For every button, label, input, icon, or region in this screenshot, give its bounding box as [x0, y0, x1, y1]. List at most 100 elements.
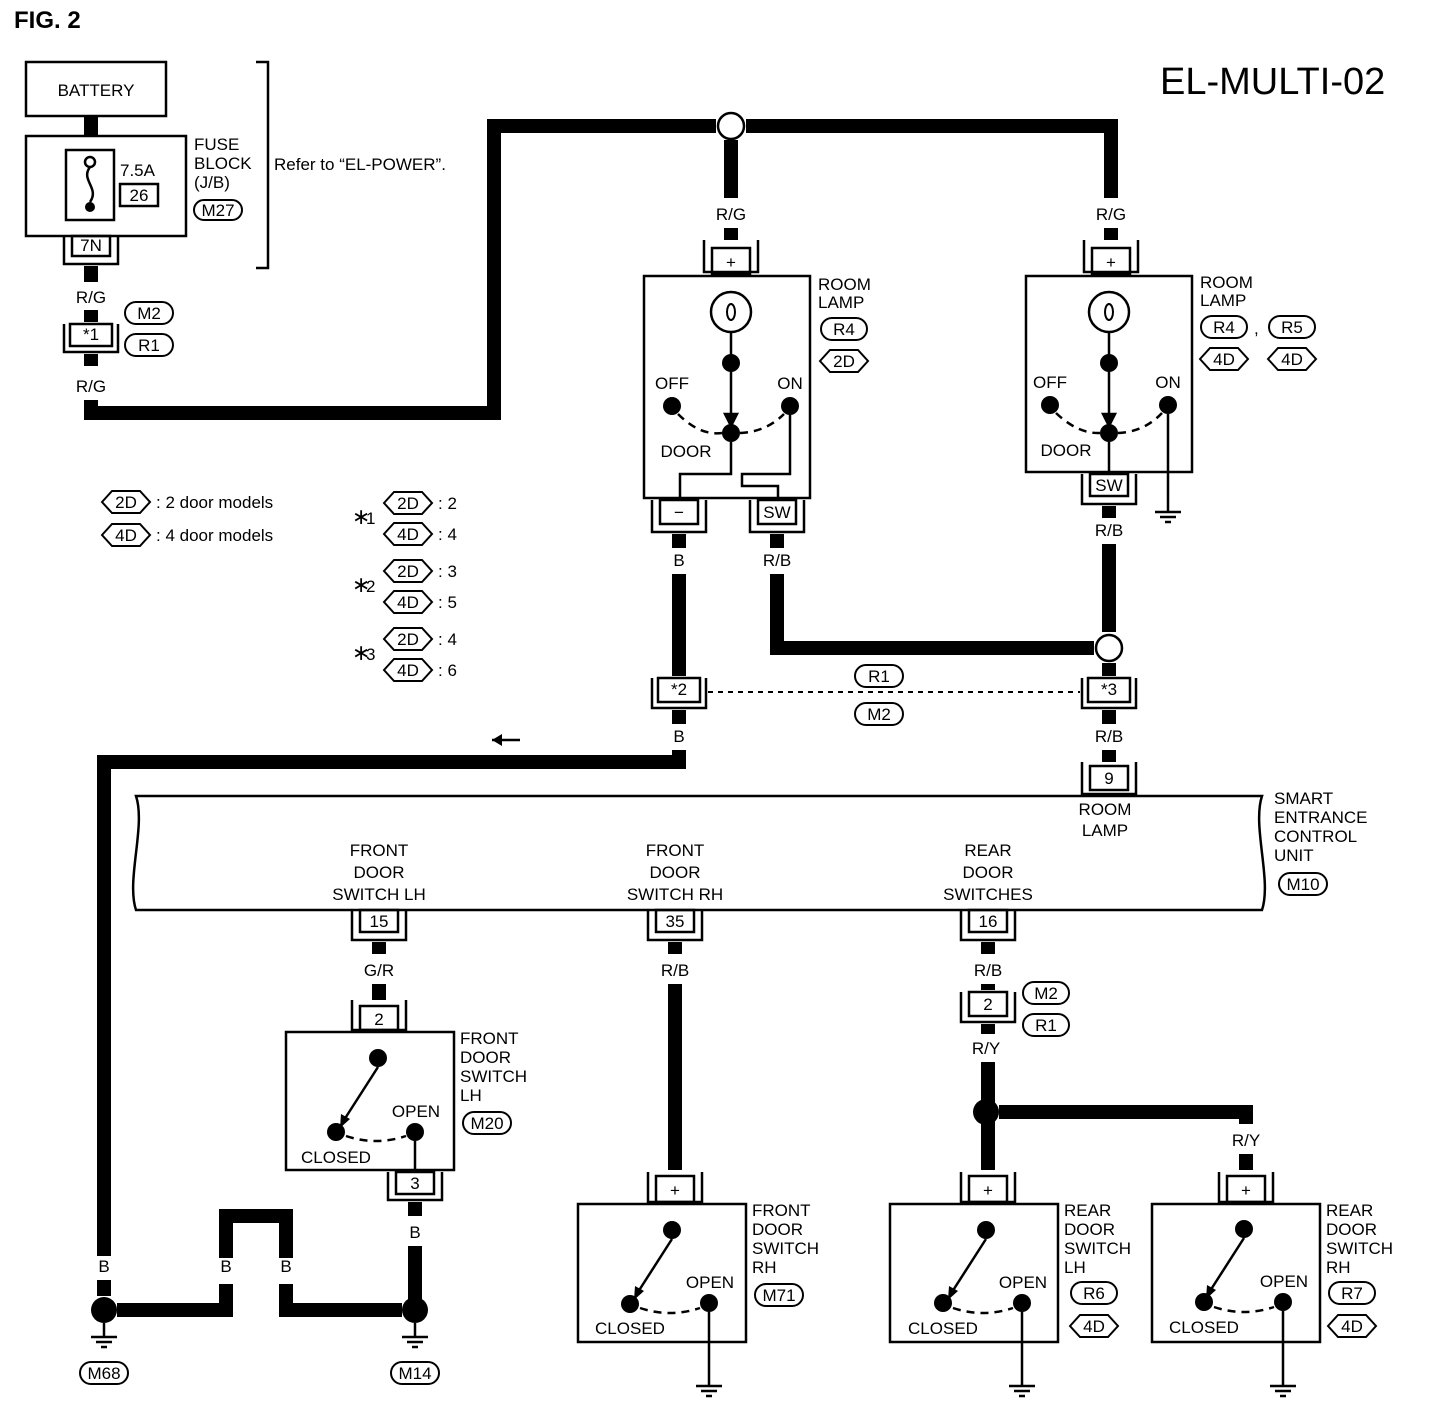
- legend-star2: ∗: [352, 572, 370, 597]
- refer-note: Refer to “EL-POWER”.: [274, 155, 446, 174]
- room-lamp-4d-4d-a: 4D: [1213, 350, 1235, 369]
- room-lamp-2d-on: ON: [777, 374, 803, 393]
- wire-ry-2: R/Y: [1232, 1131, 1260, 1150]
- unit-rear-3: SWITCHES: [943, 885, 1033, 904]
- ground-m14-label: M14: [398, 1364, 431, 1383]
- wire-b-mid: B: [673, 727, 684, 746]
- legend-s2-2d: : 3: [438, 562, 457, 581]
- front-rh-title-1: FRONT: [752, 1201, 811, 1220]
- rear-lh-closed: CLOSED: [908, 1319, 978, 1338]
- wire-ry-1: R/Y: [972, 1039, 1000, 1058]
- legend-s3-4d-tag: 4D: [397, 661, 419, 680]
- battery-label: BATTERY: [58, 81, 135, 100]
- legend-s1-4d: : 4: [438, 525, 457, 544]
- front-rh-title-4: RH: [752, 1258, 777, 1277]
- room-lamp-4d-on: ON: [1155, 373, 1181, 392]
- room-lamp-2d-title-2: LAMP: [818, 293, 864, 312]
- pin-15: 15: [370, 912, 389, 931]
- rear-lh-4d: 4D: [1083, 1317, 1105, 1336]
- room-lamp-2d-r4: R4: [833, 320, 855, 339]
- fuse-block-title-2: BLOCK: [194, 154, 252, 173]
- legend-s2-2d-tag: 2D: [397, 562, 419, 581]
- connector-star2-label: *2: [671, 680, 687, 699]
- rear-lh-r6: R6: [1083, 1284, 1105, 1303]
- badge-m2-top-label: M2: [137, 304, 161, 323]
- ground-m14: M14: [390, 1321, 440, 1385]
- legend-star1: ∗: [352, 504, 370, 529]
- figure-label: FIG. 2: [14, 7, 81, 34]
- fuse-amp: 7.5A: [120, 161, 156, 180]
- room-lamp-4d-comma: ,: [1254, 319, 1259, 338]
- badge-r1-top-label: R1: [138, 336, 160, 355]
- room-lamp-4d-4d-b: 4D: [1281, 350, 1303, 369]
- rear-lh-title-1: REAR: [1064, 1201, 1111, 1220]
- rear-rh-plus: +: [1241, 1181, 1251, 1200]
- smart-entrance-control-unit: 9 ROOM LAMP SMART ENTRANCE CONTROL UNIT …: [131, 762, 1368, 942]
- front-lh-pin-2: 2: [374, 1010, 383, 1029]
- rear-lh-title-2: DOOR: [1064, 1220, 1115, 1239]
- unit-rear-1: REAR: [964, 841, 1011, 860]
- room-lamp-2d-off: OFF: [655, 374, 689, 393]
- unit-front-lh-1: FRONT: [350, 841, 409, 860]
- unit-front-lh-3: SWITCH LH: [332, 885, 426, 904]
- legend-star3: ∗: [352, 640, 370, 665]
- connector-star3: *3: [1080, 676, 1138, 710]
- battery: BATTERY: [24, 60, 168, 118]
- wire-rb-lamp1: R/B: [763, 551, 791, 570]
- wire-rb-frh: R/B: [661, 961, 689, 980]
- pin-9: 9: [1104, 769, 1113, 788]
- diagram-id: EL-MULTI-02: [1160, 61, 1385, 103]
- unit-lamp: LAMP: [1082, 821, 1128, 840]
- room-lamp-4d: + OFF ON DOOR ROOM LAMP R4 , R5 4D 4D SW: [1024, 240, 1317, 524]
- wire-rb-mid: R/B: [1095, 727, 1123, 746]
- front-lh-m20: M20: [470, 1114, 503, 1133]
- legend-s1-2d-tag: 2D: [397, 494, 419, 513]
- rear-rh-title-4: RH: [1326, 1258, 1351, 1277]
- unit-room: ROOM: [1079, 800, 1132, 819]
- badge-r1-mid: R1: [854, 664, 904, 688]
- room-lamp-2d-title-1: ROOM: [818, 275, 871, 294]
- unit-front-rh-2: DOOR: [650, 863, 701, 882]
- fuse-block-title-3: (J/B): [194, 173, 230, 192]
- front-door-switch-lh: 2 OPEN CLOSED FRONT DOOR SWITCH LH M20 3: [284, 1000, 527, 1202]
- terminal-7n: 7N: [62, 234, 120, 266]
- legend-star2-num: 2: [366, 577, 375, 596]
- room-lamp-4d-r4: R4: [1213, 318, 1235, 337]
- wire-b-left: B: [98, 1257, 109, 1276]
- room-lamp-4d-sw: SW: [1095, 476, 1122, 495]
- legend-4d-text: : 4 door models: [156, 526, 273, 545]
- rear-lh-open: OPEN: [999, 1273, 1047, 1292]
- front-rh-title-3: SWITCH: [752, 1239, 819, 1258]
- connector-star1: *1: [62, 322, 120, 354]
- rear-rh-closed: CLOSED: [1169, 1318, 1239, 1337]
- front-lh-pin-3: 3: [410, 1174, 419, 1193]
- wire-rb-rear: R/B: [974, 961, 1002, 980]
- rear-door-switch-rh: + OPEN CLOSED REAR DOOR SWITCH RH R7 4D: [1150, 1172, 1393, 1398]
- front-rh-plus: +: [670, 1181, 680, 1200]
- ground-m68-label: M68: [87, 1364, 120, 1383]
- room-lamp-2d-door: DOOR: [661, 442, 712, 461]
- unit-title-2: ENTRANCE: [1274, 808, 1368, 827]
- front-lh-open: OPEN: [392, 1102, 440, 1121]
- front-rh-m71: M71: [762, 1286, 795, 1305]
- unit-front-rh-1: FRONT: [646, 841, 705, 860]
- rear-rh-open: OPEN: [1260, 1272, 1308, 1291]
- wire-b-flh: B: [409, 1223, 420, 1242]
- connector-rear-m2: M2: [1034, 984, 1058, 1003]
- rear-rh-title-3: SWITCH: [1326, 1239, 1393, 1258]
- room-lamp-2d-2d: 2D: [833, 352, 855, 371]
- rear-lh-plus: +: [983, 1181, 993, 1200]
- front-door-switch-rh: + OPEN CLOSED FRONT DOOR SWITCH RH M71: [576, 1172, 819, 1398]
- pin-35: 35: [666, 912, 685, 931]
- fuse-number: 26: [130, 186, 149, 205]
- front-lh-closed: CLOSED: [301, 1148, 371, 1167]
- connector-star3-label: *3: [1101, 680, 1117, 699]
- legend-s1-4d-tag: 4D: [397, 525, 419, 544]
- fuse-block: 7.5A 26 FUSE BLOCK (J/B) M27: [24, 134, 252, 238]
- legend-s2-4d-tag: 4D: [397, 593, 419, 612]
- room-lamp-4d-door: DOOR: [1041, 441, 1092, 460]
- room-lamp-2d-minus: −: [674, 503, 684, 522]
- pin-16: 16: [979, 912, 998, 931]
- room-lamp-4d-plus: +: [1106, 253, 1116, 272]
